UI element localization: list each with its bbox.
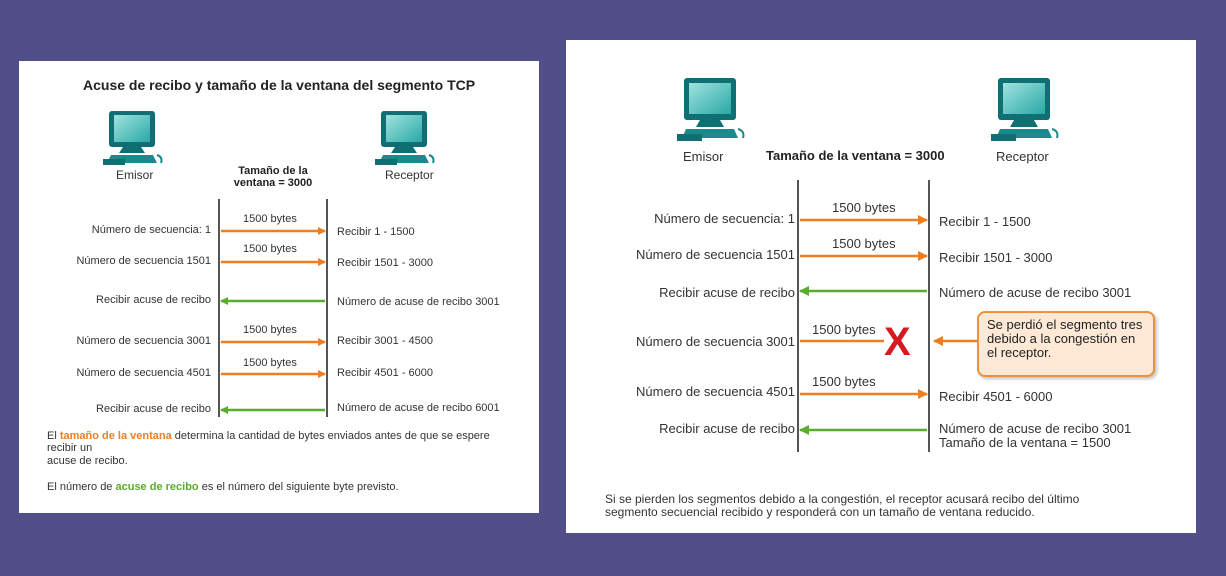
left-diagram-panel: Acuse de recibo y tamaño de la ventana d… [19,61,539,513]
sender-row-label: Recibir acuse de recibo [659,285,795,300]
lost-segment-x-icon: X [884,320,911,364]
highlight-window-size: tamaño de la ventana [59,430,172,442]
right-diagram-graphics [677,78,1059,452]
receiver-row-label: Recibir 4501 - 6000 [337,367,434,379]
receiver-window-size-label: Tamaño de la ventana = 1500 [939,435,1111,450]
sender-label: Emisor [683,149,724,164]
footer-line: recibir un [47,442,93,454]
sender-row-label: Número de secuencia 3001 [76,335,211,347]
receiver-row-label: Recibir 1 - 1500 [337,226,415,238]
sender-row-label: Número de secuencia 1501 [76,255,211,267]
window-size-label: Tamaño de la ventana = 3000 [766,148,945,163]
receiver-row-label: Recibir 3001 - 4500 [337,335,434,347]
receiver-row-label: Recibir 1501 - 3000 [939,250,1053,265]
lost-segment-callout: Se perdió el segmento tres debido a la c… [977,311,1155,377]
bytes-label: 1500 bytes [243,324,297,336]
footer-line: acuse de recibo. [47,455,128,467]
footer-line: segmento secuencial recibido y responder… [605,505,1035,519]
bytes-label: 1500 bytes [812,322,876,337]
sender-row-label: Número de secuencia 3001 [636,334,795,349]
receiver-label: Receptor [385,168,434,182]
receiver-row-label: Recibir 4501 - 6000 [939,389,1053,404]
footer-ack-note: El número de acuse de recibo es el númer… [47,481,399,493]
sender-row-label: Número de secuencia: 1 [654,211,795,226]
sender-row-label: Número de secuencia 4501 [76,367,211,379]
footer-window-size-note: El tamaño de la ventana determina la can… [47,430,490,442]
diagram-title: Acuse de recibo y tamaño de la ventana d… [83,77,476,93]
sender-row-label: Número de secuencia: 1 [91,224,211,236]
sender-row-label: Número de secuencia 4501 [636,384,795,399]
bytes-label: 1500 bytes [243,357,297,369]
sender-row-label: Recibir acuse de recibo [96,294,211,306]
receiver-row-label: Recibir 1 - 1500 [939,214,1031,229]
right-diagram-panel: Emisor Receptor Tamaño de la ventana = 3… [566,40,1196,533]
sender-computer-icon [103,111,163,165]
bytes-label: 1500 bytes [243,243,297,255]
receiver-computer-icon [375,111,435,165]
receiver-row-label: Número de acuse de recibo 3001 [939,285,1132,300]
receiver-row-label: Recibir 1501 - 3000 [337,257,434,269]
receiver-row-label: Número de acuse de recibo 3001 [337,296,500,308]
window-size-label-line1: Tamaño de la [238,165,308,177]
footer-line: Si se pierden los segmentos debido a la … [605,492,1080,506]
receiver-label: Receptor [996,149,1049,164]
receiver-computer-icon [991,78,1059,141]
receiver-row-label: Número de acuse de recibo 6001 [337,402,500,414]
sender-label: Emisor [116,168,154,182]
sender-row-label: Recibir acuse de recibo [96,403,211,415]
sender-computer-icon [677,78,745,141]
bytes-label: 1500 bytes [832,236,896,251]
bytes-label: 1500 bytes [812,374,876,389]
sender-row-label: Número de secuencia 1501 [636,247,795,262]
bytes-label: 1500 bytes [832,200,896,215]
bytes-label: 1500 bytes [243,213,297,225]
sender-row-label: Recibir acuse de recibo [659,421,795,436]
left-diagram-graphics [103,111,435,417]
window-size-label-line2: ventana = 3000 [233,177,313,189]
receiver-row-label: Número de acuse de recibo 3001 [939,421,1132,436]
highlight-ack: acuse de recibo [115,481,199,493]
